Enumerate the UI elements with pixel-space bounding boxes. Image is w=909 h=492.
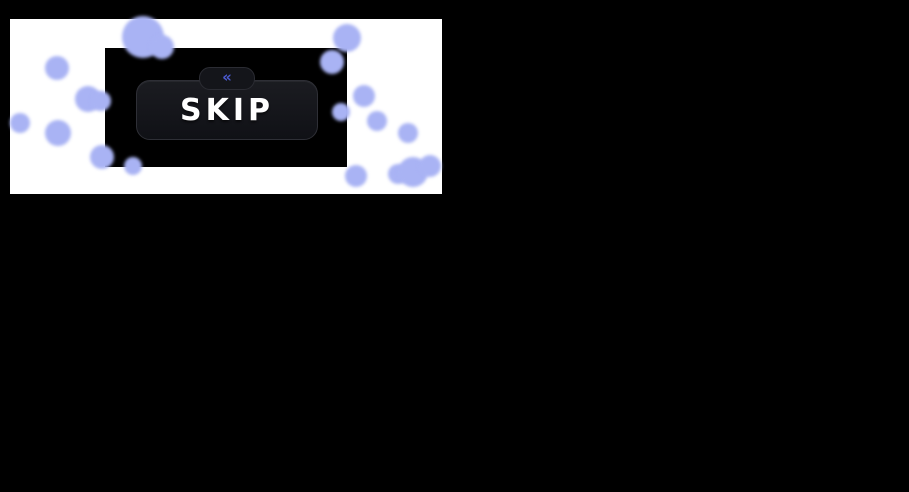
paint-blob <box>45 120 71 146</box>
paint-blob <box>10 113 30 133</box>
ad-panel: SKIP « <box>10 16 442 194</box>
paint-blob <box>75 86 101 112</box>
ad-viewport: SKIP « <box>105 48 347 167</box>
skip-button[interactable]: SKIP <box>136 80 318 140</box>
collapse-button[interactable]: « <box>199 67 255 90</box>
paint-blob <box>353 85 375 107</box>
paint-blob <box>345 165 367 187</box>
paint-blob <box>388 164 408 184</box>
paint-blob <box>398 123 418 143</box>
paint-blob <box>398 157 428 187</box>
skip-button-label: SKIP <box>179 92 274 128</box>
paint-blob <box>419 155 441 177</box>
paint-blob <box>367 111 387 131</box>
double-chevron-left-icon: « <box>222 68 232 86</box>
paint-blob <box>45 56 69 80</box>
